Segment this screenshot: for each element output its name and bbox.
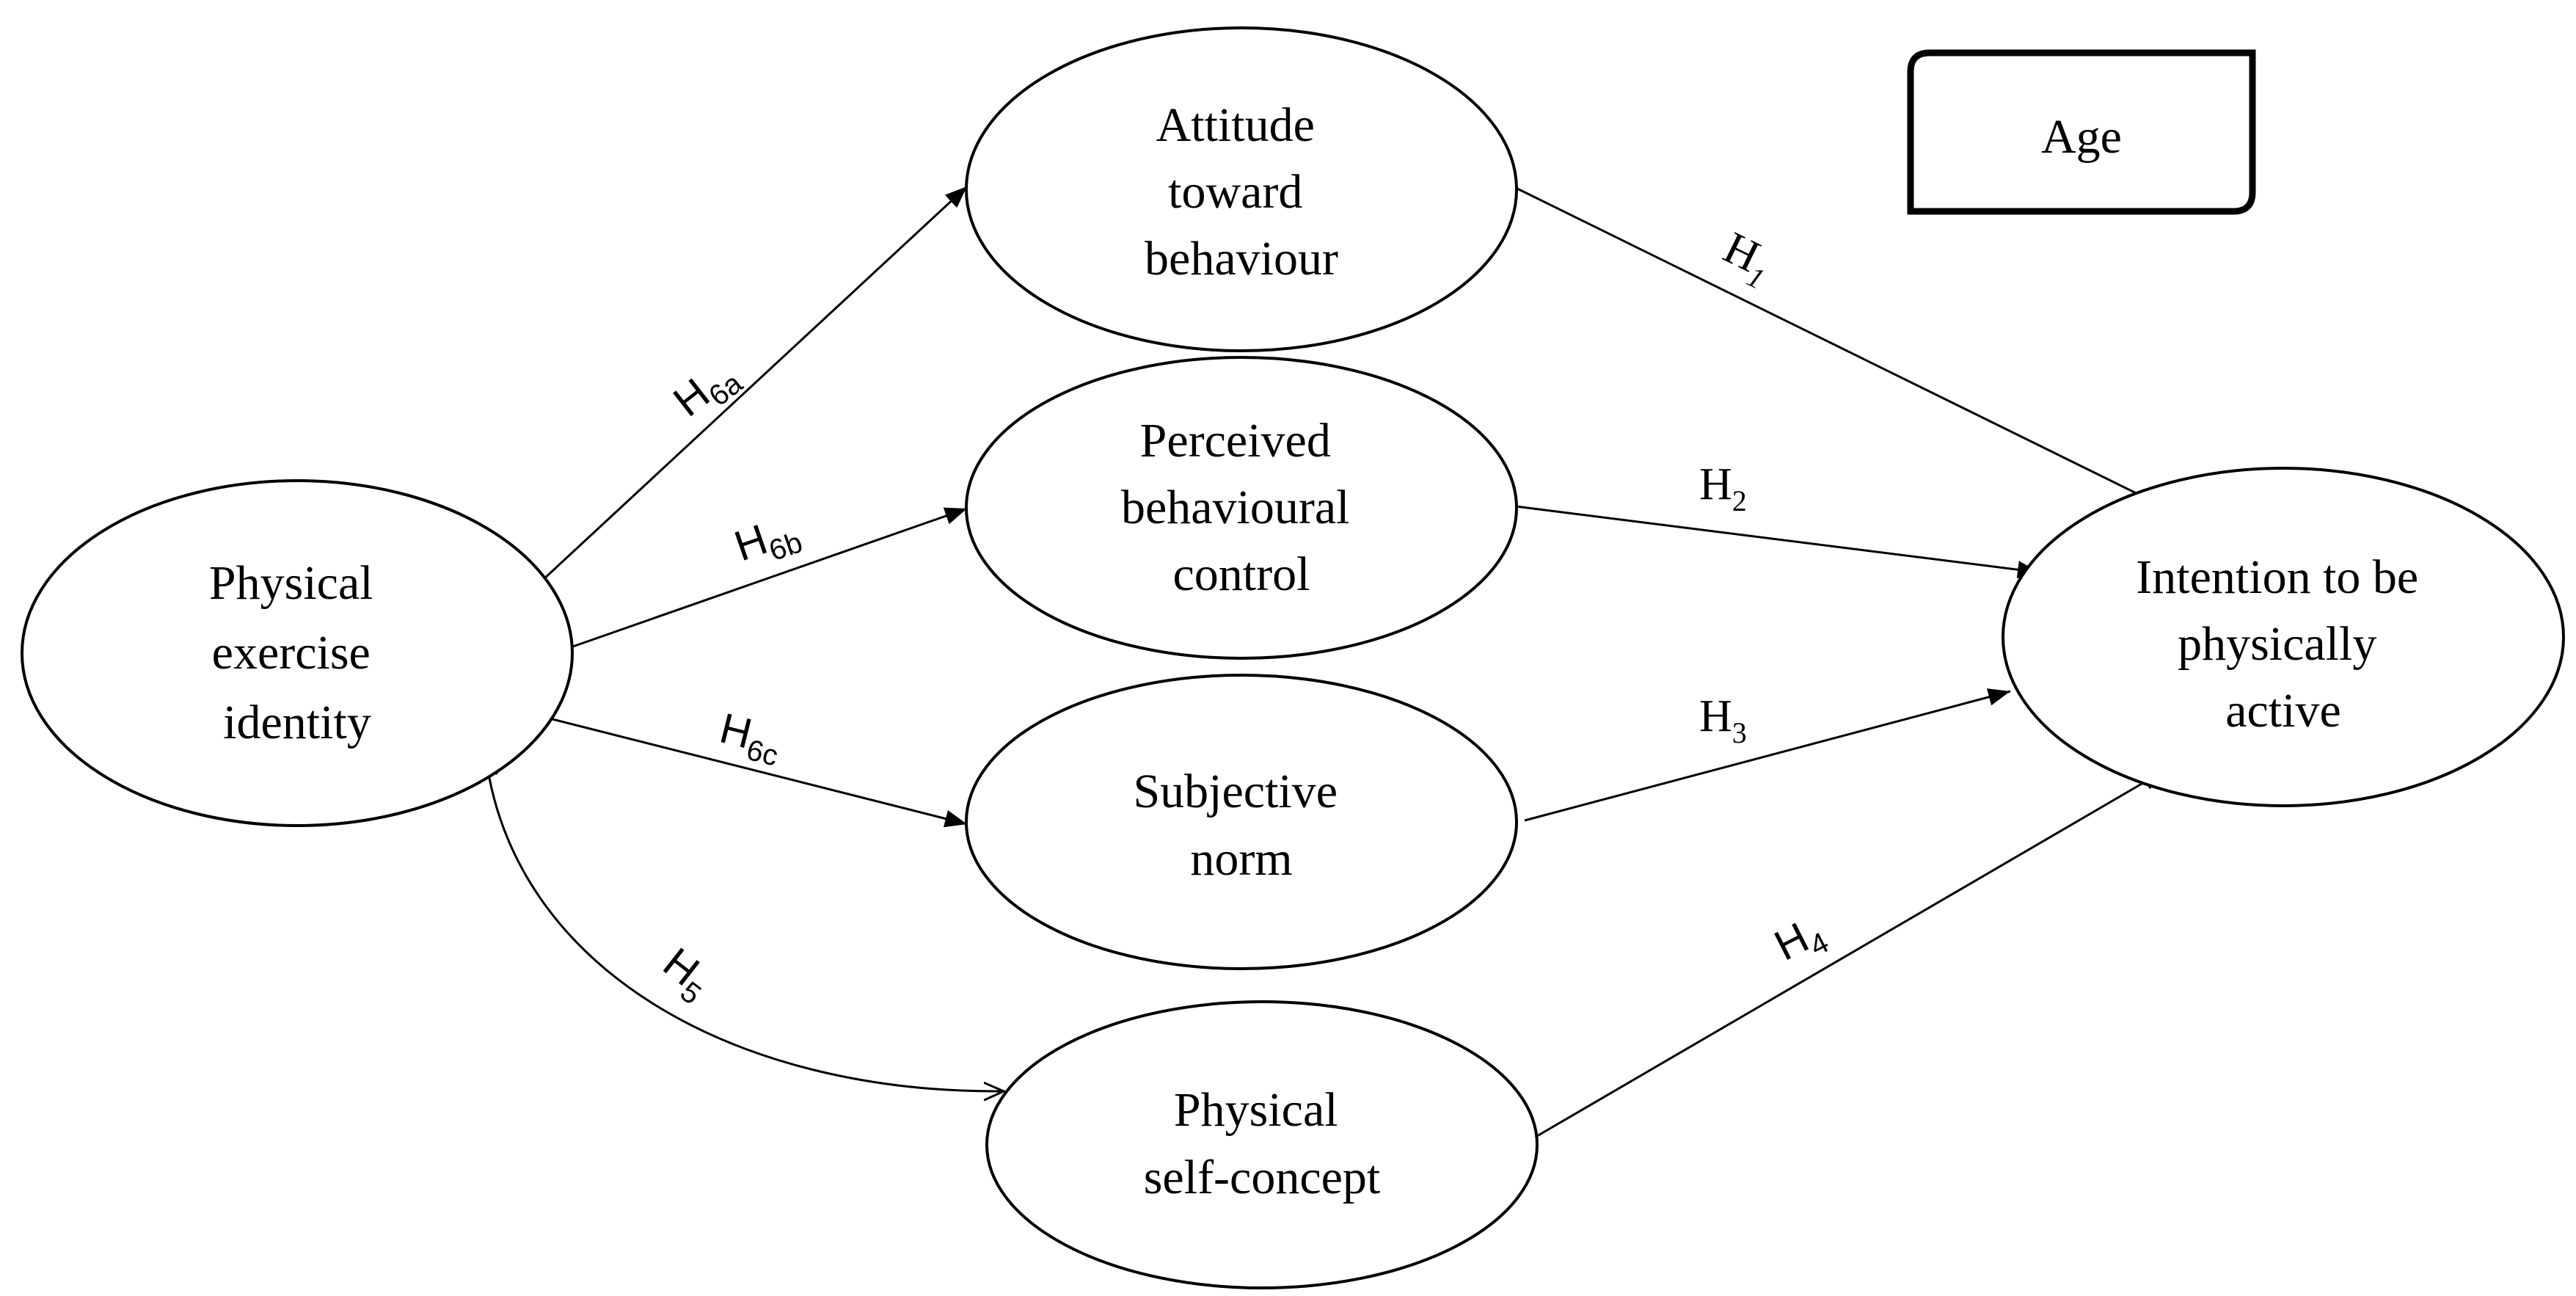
node-label-line: behaviour — [1145, 232, 1338, 285]
moderator-label: Age — [2041, 110, 2122, 164]
node-label-line: Physical — [1174, 1083, 1338, 1137]
node-ellipse — [965, 674, 1518, 970]
correlation-identity-selfconcept — [486, 756, 1004, 1091]
arrow-attitude-to-intention — [1515, 186, 2164, 508]
label-h4: H4 — [1767, 906, 1834, 977]
label-h5: H5 — [650, 939, 721, 1011]
label-h3-subscript: 3 — [1732, 716, 1747, 749]
label-h6b-subscript: 6b — [765, 526, 806, 567]
node-label-line: physically — [2178, 617, 2376, 671]
node-label: Perceived behavioural control — [1121, 414, 1362, 601]
node-label-line: exercise — [212, 626, 371, 680]
moderator-age-box: Age — [1907, 49, 2256, 215]
node-label: Physical self-concept — [1144, 1083, 1381, 1204]
node-physical-self-concept: Physical self-concept — [985, 1000, 1539, 1289]
label-h2-subscript: 2 — [1732, 484, 1747, 517]
node-label-line: control — [1173, 547, 1310, 601]
arrow-identity-to-pbc — [570, 507, 968, 649]
node-label-line: identity — [223, 696, 371, 749]
node-attitude-toward-behaviour: Attitude toward behaviour — [965, 26, 1518, 352]
node-label: Attitude toward behaviour — [1145, 98, 1338, 285]
node-ellipse — [2002, 467, 2565, 807]
label-h2-main: H — [1699, 459, 1732, 509]
label-h6a: H6a — [665, 349, 749, 432]
node-physical-exercise-identity: Physical exercise identity — [21, 479, 574, 827]
node-label-line: active — [2225, 684, 2341, 738]
label-h1: H1 — [1712, 222, 1781, 295]
node-label-line: self-concept — [1144, 1151, 1381, 1204]
node-label: Physical exercise identity — [209, 556, 385, 749]
node-ellipse — [21, 479, 574, 827]
arrow-norm-to-intention — [1524, 688, 2011, 822]
arrow-pbc-to-intention — [1515, 505, 2040, 579]
label-h6b: H6b — [729, 505, 806, 578]
node-ellipse — [965, 356, 1518, 660]
node-label-line: Physical — [209, 556, 373, 610]
moderator-box-shape — [1907, 49, 2256, 215]
label-h3-main: H — [1699, 691, 1732, 741]
node-ellipse — [985, 1000, 1539, 1289]
arrow-identity-to-norm — [546, 716, 968, 828]
node-label-line: Perceived — [1140, 414, 1331, 467]
node-label-line: Intention to be — [2136, 550, 2418, 604]
label-h2: H2 — [1699, 459, 1747, 517]
node-perceived-behavioural-control: Perceived behavioural control — [965, 356, 1518, 660]
node-label: Intention to be physically active — [2136, 550, 2430, 738]
arrow-identity-to-attitude — [541, 185, 968, 581]
node-label-line: behavioural — [1121, 481, 1350, 534]
node-subjective-norm: Subjective norm — [965, 674, 1518, 970]
edges — [486, 185, 2165, 1137]
node-label-line: Subjective — [1133, 765, 1338, 818]
label-h6c-subscript: 6c — [743, 734, 781, 773]
node-label-line: Attitude — [1156, 98, 1315, 152]
node-label: Subjective norm — [1133, 765, 1349, 886]
node-label-line: toward — [1168, 165, 1302, 219]
node-intention-to-be-physically-active: Intention to be physically active — [2002, 467, 2565, 807]
label-h3: H3 — [1699, 691, 1747, 749]
node-label-line: norm — [1190, 832, 1292, 886]
node-ellipse — [965, 26, 1518, 352]
arrow-selfconcept-to-intention — [1536, 769, 2165, 1137]
